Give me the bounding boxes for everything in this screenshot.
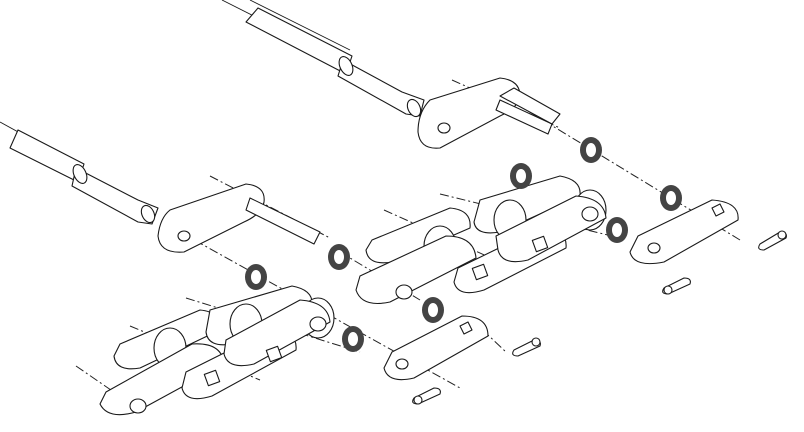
cotter-pin-icon [662, 277, 691, 295]
cotter-pin-icon [512, 337, 541, 357]
lower-connecting-plate [383, 315, 507, 381]
washer-icon [342, 326, 364, 352]
middle-pin-link-plate [157, 175, 461, 389]
cotter-pins [412, 230, 787, 405]
right-connecting-plate [629, 199, 739, 265]
washers [245, 137, 682, 352]
washer-icon [606, 217, 628, 243]
upper-shaft [221, 0, 425, 118]
washer-icon [510, 163, 532, 189]
washer-icon [422, 297, 444, 323]
left-chain-assembly [75, 285, 361, 416]
washer-icon [245, 264, 267, 290]
center-chain-assembly [339, 175, 621, 305]
cotter-pin-icon [758, 230, 787, 251]
lower-shaft [0, 121, 159, 225]
washer-icon [580, 137, 602, 163]
washer-icon [328, 244, 350, 270]
cotter-pin-icon [412, 387, 441, 405]
upper-pin-link-plate [417, 77, 741, 241]
washer-icon [660, 185, 682, 211]
